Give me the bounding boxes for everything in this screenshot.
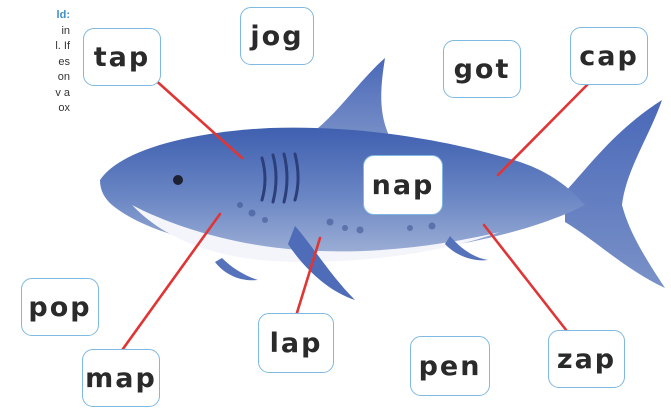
- connector-line-lap: [294, 236, 322, 318]
- word-box-nap[interactable]: nap: [363, 155, 443, 215]
- instructions-line: ox: [58, 102, 70, 114]
- shark-belly: [132, 205, 500, 262]
- word-box-tap[interactable]: tap: [83, 28, 161, 86]
- gills: [260, 152, 300, 204]
- instructions-line: es: [58, 55, 70, 68]
- word-box-got[interactable]: got: [443, 40, 521, 98]
- word-label: lap: [269, 327, 323, 359]
- word-box-jog[interactable]: jog: [240, 7, 314, 65]
- word-label: zap: [556, 343, 617, 375]
- instructions-line: l. If: [55, 40, 70, 52]
- instructions-line: on: [57, 71, 70, 83]
- word-label: got: [453, 53, 511, 85]
- dorsal-fin: [318, 58, 392, 142]
- instructions-title: ld:: [56, 9, 70, 21]
- word-label: pen: [418, 350, 482, 382]
- word-box-cap[interactable]: cap: [570, 27, 648, 85]
- word-box-zap[interactable]: zap: [548, 330, 625, 388]
- connector-line-zap: [482, 223, 572, 337]
- pectoral-fin: [288, 226, 355, 300]
- connector-lines: [118, 66, 590, 355]
- word-label: tap: [93, 41, 151, 73]
- word-label: pop: [28, 291, 92, 323]
- body-spots: [237, 202, 436, 234]
- instructions-line: v a: [55, 86, 70, 99]
- word-box-map[interactable]: map: [82, 349, 160, 407]
- word-label: jog: [250, 20, 304, 52]
- word-label: nap: [371, 169, 435, 201]
- word-box-pop[interactable]: pop: [21, 278, 99, 336]
- connector-line-map: [118, 212, 222, 355]
- shark-eye-icon: [173, 175, 183, 185]
- connector-line-tap: [140, 66, 244, 160]
- pelvic-fin: [445, 236, 488, 261]
- connector-line-cap: [496, 82, 590, 177]
- instructions-text: ld: in l. If es on v a ox: [0, 8, 70, 117]
- word-label: map: [85, 362, 157, 394]
- word-box-lap[interactable]: lap: [258, 313, 334, 373]
- word-box-pen[interactable]: pen: [410, 336, 490, 396]
- word-label: cap: [579, 40, 639, 72]
- lower-fin: [215, 258, 258, 281]
- shark-body: [100, 127, 585, 257]
- instructions-line: in: [61, 24, 70, 37]
- tail-fin: [565, 100, 665, 288]
